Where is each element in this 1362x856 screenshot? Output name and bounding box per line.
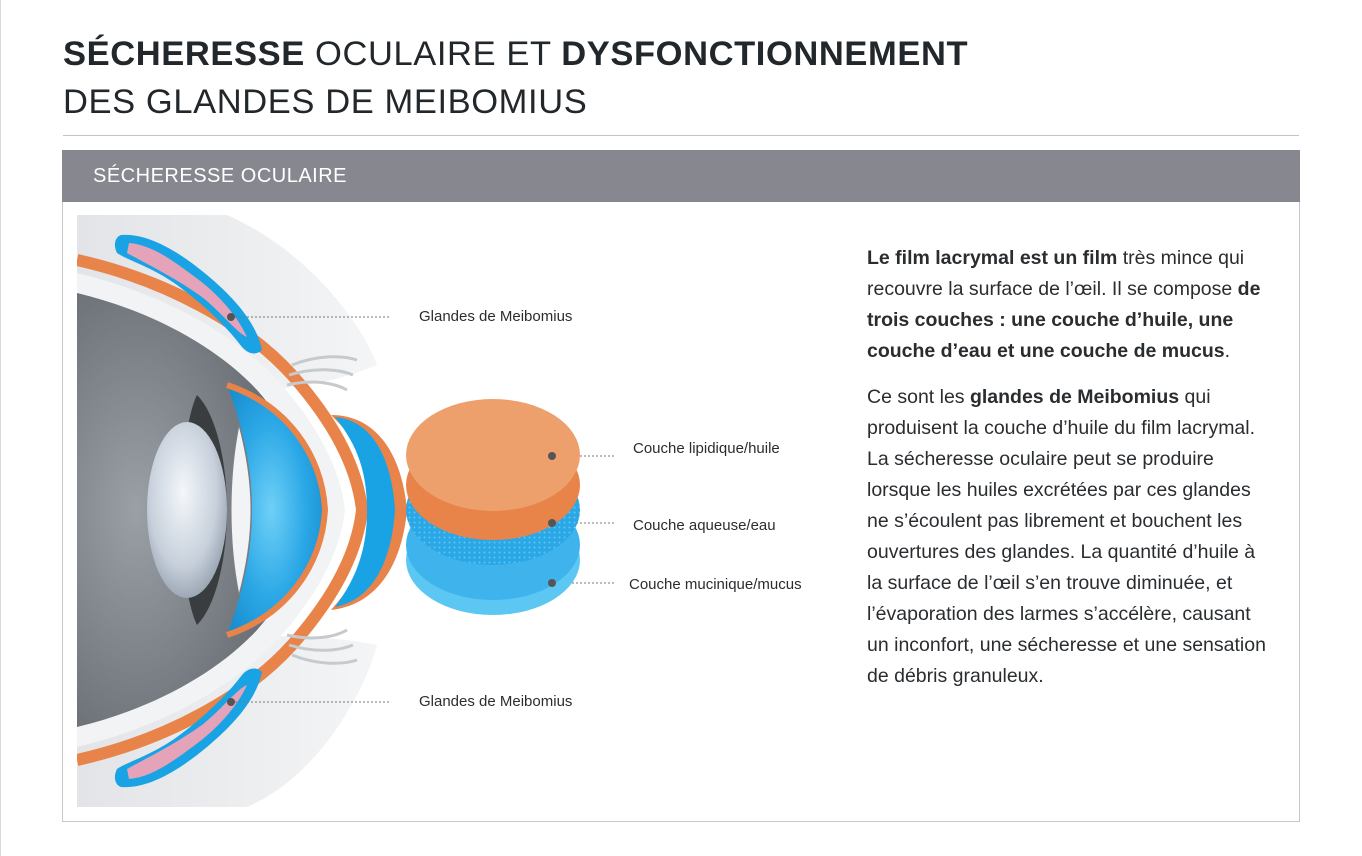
dot-lipid: [548, 452, 556, 460]
section-header: SÉCHERESSE OCULAIRE: [62, 150, 1300, 202]
callout-dots: [227, 313, 235, 706]
eye-cross-section: [77, 215, 407, 807]
callout-dot-upper: [227, 313, 235, 321]
label-lower-meibomian-glands: Glandes de Meibomius: [419, 693, 573, 710]
upper-gland-duct: [127, 243, 247, 337]
text-run: Ce sont les: [867, 386, 970, 408]
lipid-layer-disc: [406, 399, 580, 511]
text-run: .: [1224, 340, 1231, 362]
tear-film-layers: [406, 399, 580, 615]
layer-dots: [548, 452, 556, 587]
title-line-1: SÉCHERESSE OCULAIRE ET DYSFONCTIONNEMENT: [63, 30, 1299, 78]
title-segment: DYSFONCTIONNEMENT: [561, 35, 969, 73]
label-aqueous-layer: Couche aqueuse/eau: [633, 517, 776, 534]
text-run: Le film lacrymal est un film: [867, 247, 1118, 269]
label-upper-meibomian-glands: Glandes de Meibomius: [419, 308, 573, 325]
description-paragraph-2: Ce sont les glandes de Meibomius qui pro…: [867, 382, 1267, 692]
eye-illustration-svg: [77, 215, 615, 807]
cornea: [227, 385, 325, 635]
title-segment: SÉCHERESSE: [63, 35, 305, 73]
section-header-label: SÉCHERESSE OCULAIRE: [93, 165, 348, 187]
text-run: très mince qui recouvre la surface de l’…: [867, 247, 1245, 300]
page-title: SÉCHERESSE OCULAIRE ET DYSFONCTIONNEMENT…: [63, 30, 1299, 126]
eye-tear-film-illustration: Glandes de Meibomius Glandes de Meibomiu…: [77, 215, 837, 807]
page-edge-line: [0, 0, 1, 856]
lower-eyelashes: [286, 628, 358, 665]
iris-fibers: [230, 424, 252, 596]
tear-film-strip-water: [335, 417, 395, 607]
title-divider: [63, 135, 1299, 136]
text-run: glandes de Meibomius: [969, 386, 1180, 408]
lens: [147, 422, 227, 598]
title-segment: OCULAIRE ET: [304, 35, 562, 73]
label-lipid-layer: Couche lipidique/huile: [633, 440, 780, 457]
tear-film-edge: [226, 382, 329, 638]
description-text: Le film lacrymal est un film très mince …: [867, 243, 1267, 707]
text-run: de trois couches : une couche d’huile, u…: [867, 278, 1261, 362]
section-panel: SÉCHERESSE OCULAIRE: [62, 150, 1300, 822]
title-line-2: DES GLANDES DE MEIBOMIUS: [63, 83, 588, 121]
lower-gland-duct: [127, 685, 247, 779]
callout-lines: [231, 316, 615, 703]
dot-mucin: [548, 579, 556, 587]
upper-eyelashes: [286, 355, 358, 392]
tear-film-strip: [331, 415, 407, 610]
description-paragraph-1: Le film lacrymal est un film très mince …: [867, 243, 1267, 367]
callout-dot-lower: [227, 698, 235, 706]
text-run: qui produisent la couche d’huile du film…: [867, 386, 1266, 687]
label-mucin-layer: Couche mucinique/mucus: [629, 576, 802, 593]
dot-aqueous: [548, 519, 556, 527]
